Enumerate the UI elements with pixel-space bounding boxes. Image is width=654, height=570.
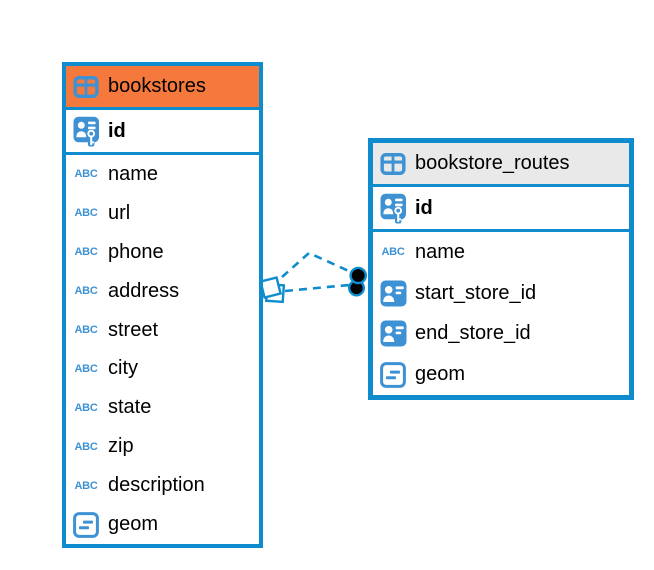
column-name: zip [108,435,134,458]
text-type-icon: ABC [72,324,100,336]
text-type-icon-label: ABC [74,207,98,220]
text-type-icon: ABC [72,246,100,258]
foreign-key-icon [379,280,407,307]
column-name: description [108,474,205,497]
column-row-name[interactable]: ABC name [66,155,259,194]
text-type-icon: ABC [72,441,100,453]
text-type-icon-label: ABC [74,401,98,414]
column-name: address [108,279,180,302]
column-row-id[interactable]: id [66,110,259,155]
primary-key-icon [379,193,407,224]
text-type-icon: ABC [72,168,100,180]
text-type-icon: ABC [72,363,100,375]
column-row-name[interactable]: ABC name [373,232,629,273]
text-type-icon: ABC [72,207,100,219]
foreign-key-icon [379,320,407,347]
relationship-line-end-store [284,283,350,293]
column-row-url[interactable]: ABC url [66,194,259,233]
column-row-phone[interactable]: ABC phone [66,233,259,272]
text-type-icon-label: ABC [74,246,98,259]
column-row-id[interactable]: id [373,187,629,232]
text-type-icon: ABC [379,246,407,258]
relationship-source-marker [259,276,286,304]
column-row-start_store_id[interactable]: start_store_id [373,273,629,314]
text-type-icon-label: ABC [74,479,98,492]
table-header-bookstore-routes[interactable]: bookstore_routes [373,143,629,187]
column-name: name [108,162,159,185]
column-name: name [415,240,466,263]
column-name: url [108,201,131,224]
text-type-icon: ABC [72,285,100,297]
column-name: street [108,318,159,341]
text-type-icon-label: ABC [381,246,405,259]
column-name: geom [415,363,466,386]
column-row-description[interactable]: ABC description [66,466,259,505]
column-row-geom[interactable]: geom [373,354,629,395]
text-type-icon: ABC [72,402,100,414]
column-name: state [108,396,152,419]
column-name: city [108,357,138,380]
table-header-bookstores[interactable]: bookstores [66,66,259,110]
column-row-state[interactable]: ABC state [66,388,259,427]
column-row-end_store_id[interactable]: end_store_id [373,314,629,355]
table-icon [73,74,99,100]
column-row-address[interactable]: ABC address [66,272,259,311]
text-type-icon-label: ABC [74,440,98,453]
geometry-type-icon [379,361,407,388]
column-row-street[interactable]: ABC street [66,311,259,350]
column-row-geom[interactable]: geom [66,505,259,544]
column-row-city[interactable]: ABC city [66,350,259,389]
column-name: phone [108,240,164,263]
text-type-icon-label: ABC [74,324,98,337]
column-name: geom [108,513,159,536]
column-name: start_store_id [415,281,537,304]
table-title: bookstore_routes [415,152,570,174]
column-name: end_store_id [415,322,531,345]
column-name: id [108,119,126,142]
relationship-line-start-store [281,251,352,278]
primary-key-icon [72,116,100,147]
column-row-zip[interactable]: ABC zip [66,427,259,466]
text-type-icon-label: ABC [74,362,98,375]
text-type-icon: ABC [72,480,100,492]
table-icon [380,151,406,177]
column-name: id [415,196,433,219]
text-type-icon-label: ABC [74,285,98,298]
table-title: bookstores [108,75,206,97]
geometry-type-icon [72,511,100,538]
relationship-target-marker [348,266,368,297]
text-type-icon-label: ABC [74,168,98,181]
